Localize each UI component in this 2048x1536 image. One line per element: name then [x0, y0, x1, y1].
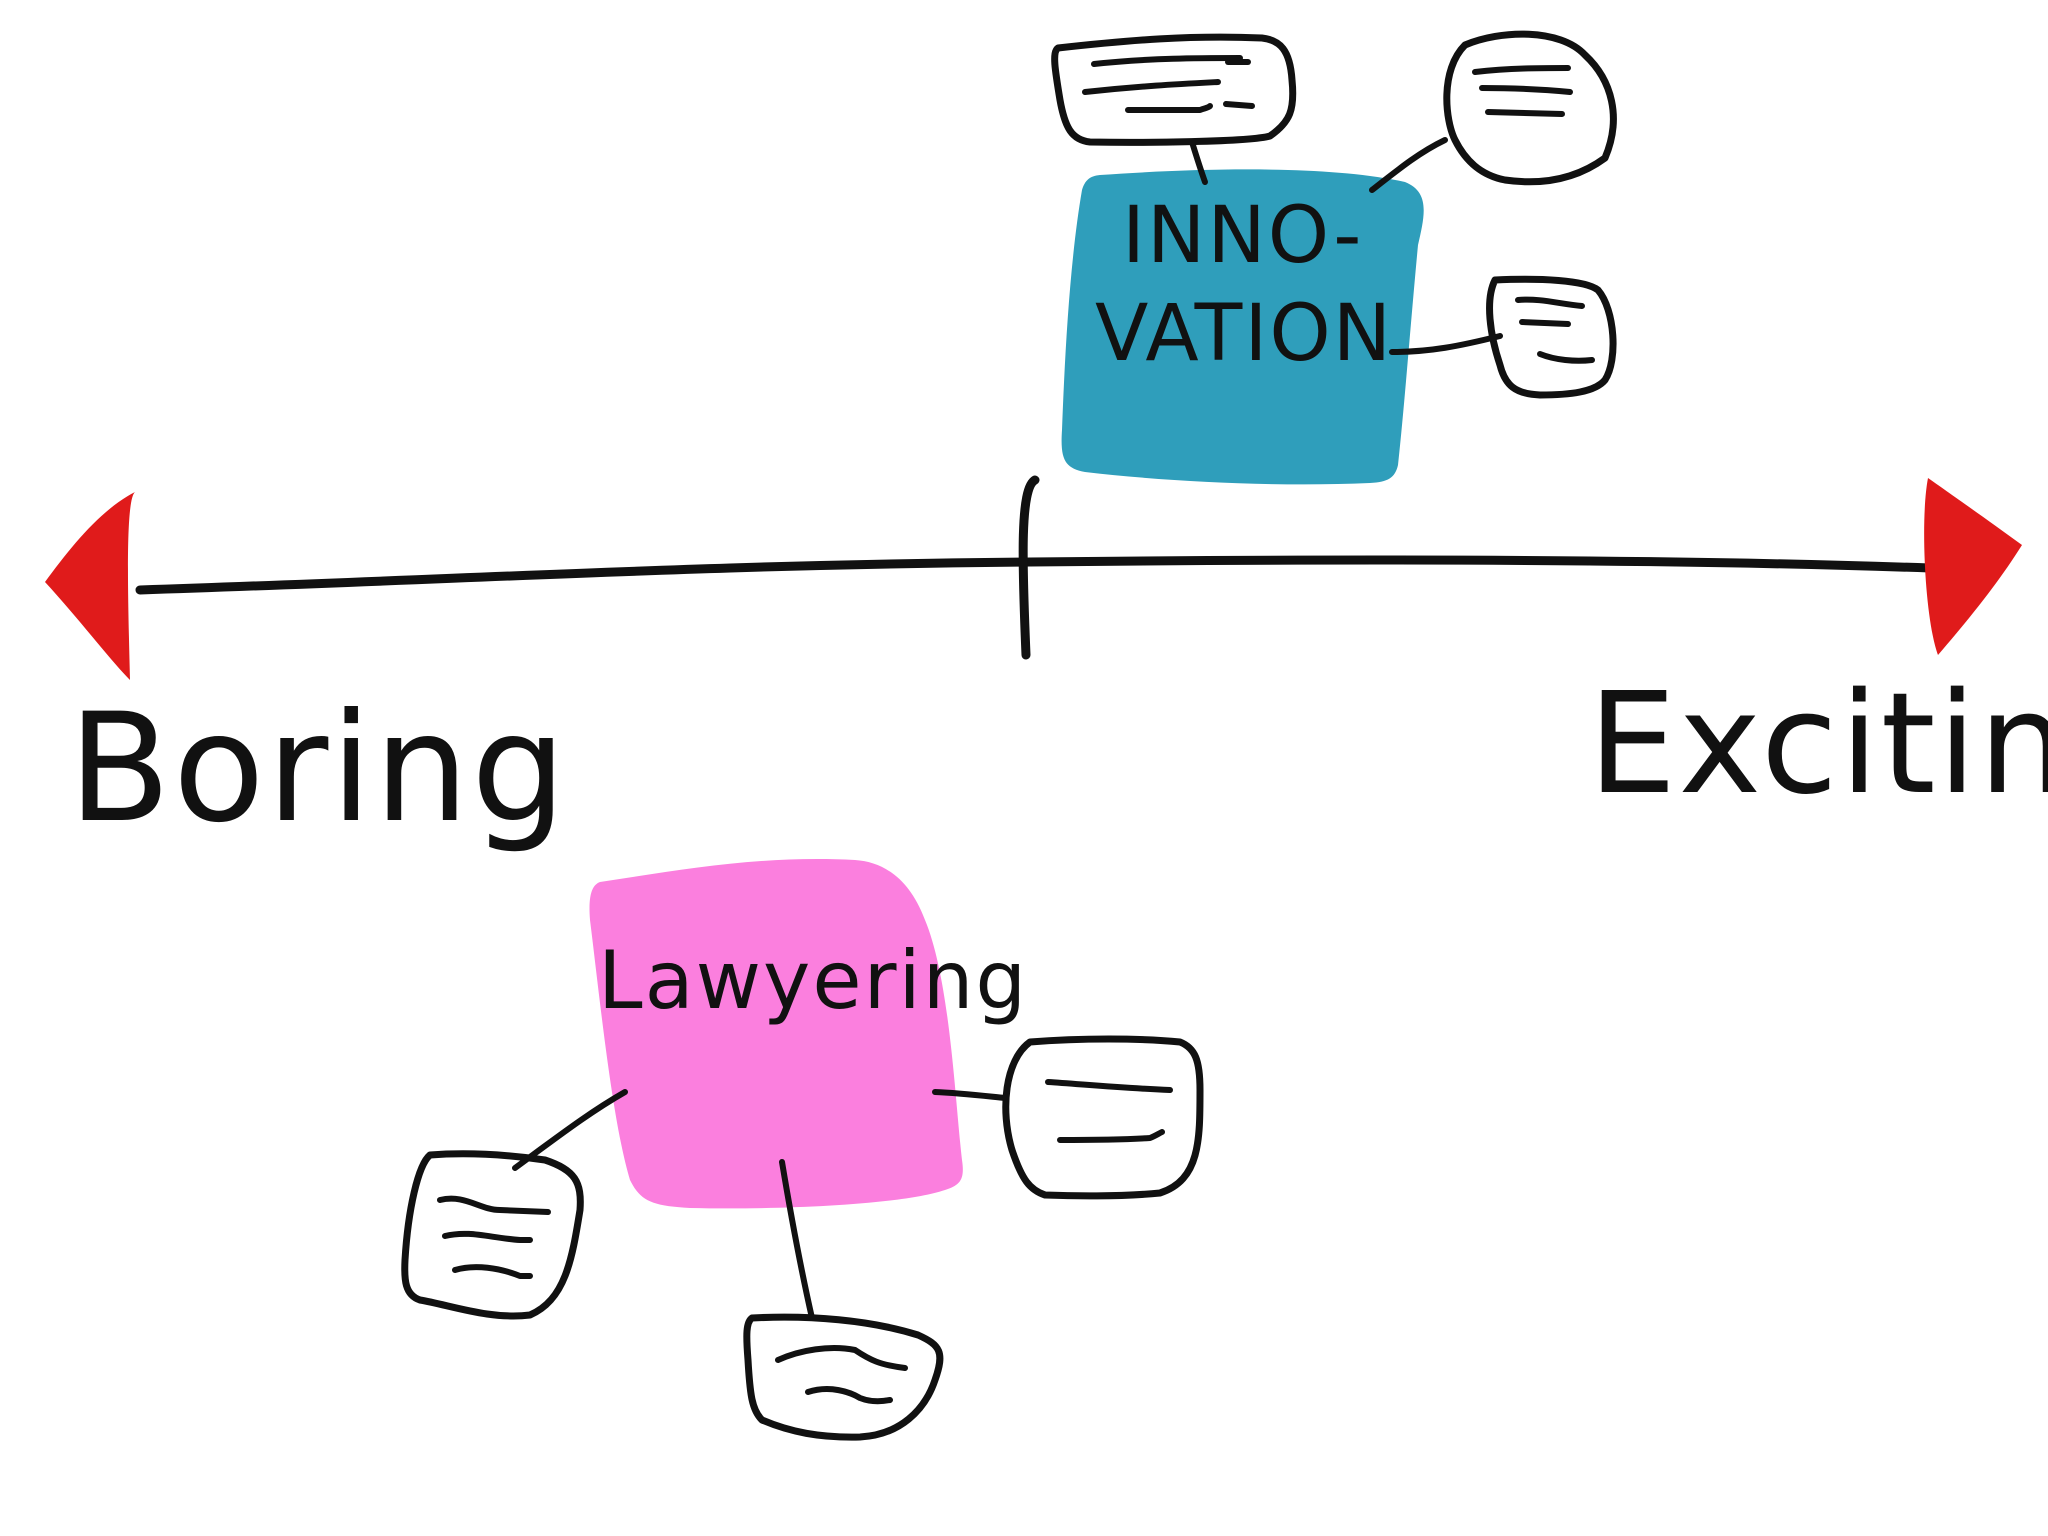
left-arrowhead [45, 492, 135, 680]
axis-label-boring: Boring [68, 682, 568, 856]
innovation-note-3 [1486, 275, 1617, 399]
innovation-connector-top [1189, 139, 1208, 185]
innovation-label-line2: VATION [1095, 289, 1393, 379]
innovation-box [1061, 169, 1424, 485]
axis-midpoint-tick [1018, 475, 1040, 660]
axis-label-exciting: Exciting [1588, 663, 2048, 826]
innovation-note-1 [1051, 33, 1297, 146]
lawyering-note-2 [743, 1313, 944, 1441]
innovation-note-2 [1443, 30, 1617, 186]
lawyering-note-1 [401, 1150, 584, 1320]
innovation-label-line1: INNO- [1122, 191, 1363, 281]
lawyering-node: Lawyering [401, 859, 1204, 1441]
lawyering-box [589, 859, 963, 1209]
innovation-connector-right [1369, 137, 1448, 193]
innovation-connector-lower [1389, 333, 1503, 355]
lawyering-label: Lawyering [598, 934, 1028, 1027]
lawyering-note-3 [1002, 1035, 1204, 1200]
axis-line [135, 555, 1935, 595]
right-arrowhead [1924, 478, 2022, 655]
lawyering-connector-right [932, 1089, 1008, 1101]
innovation-node: INNO- VATION [1051, 30, 1617, 485]
lawyering-connector-bottom [779, 1159, 815, 1321]
